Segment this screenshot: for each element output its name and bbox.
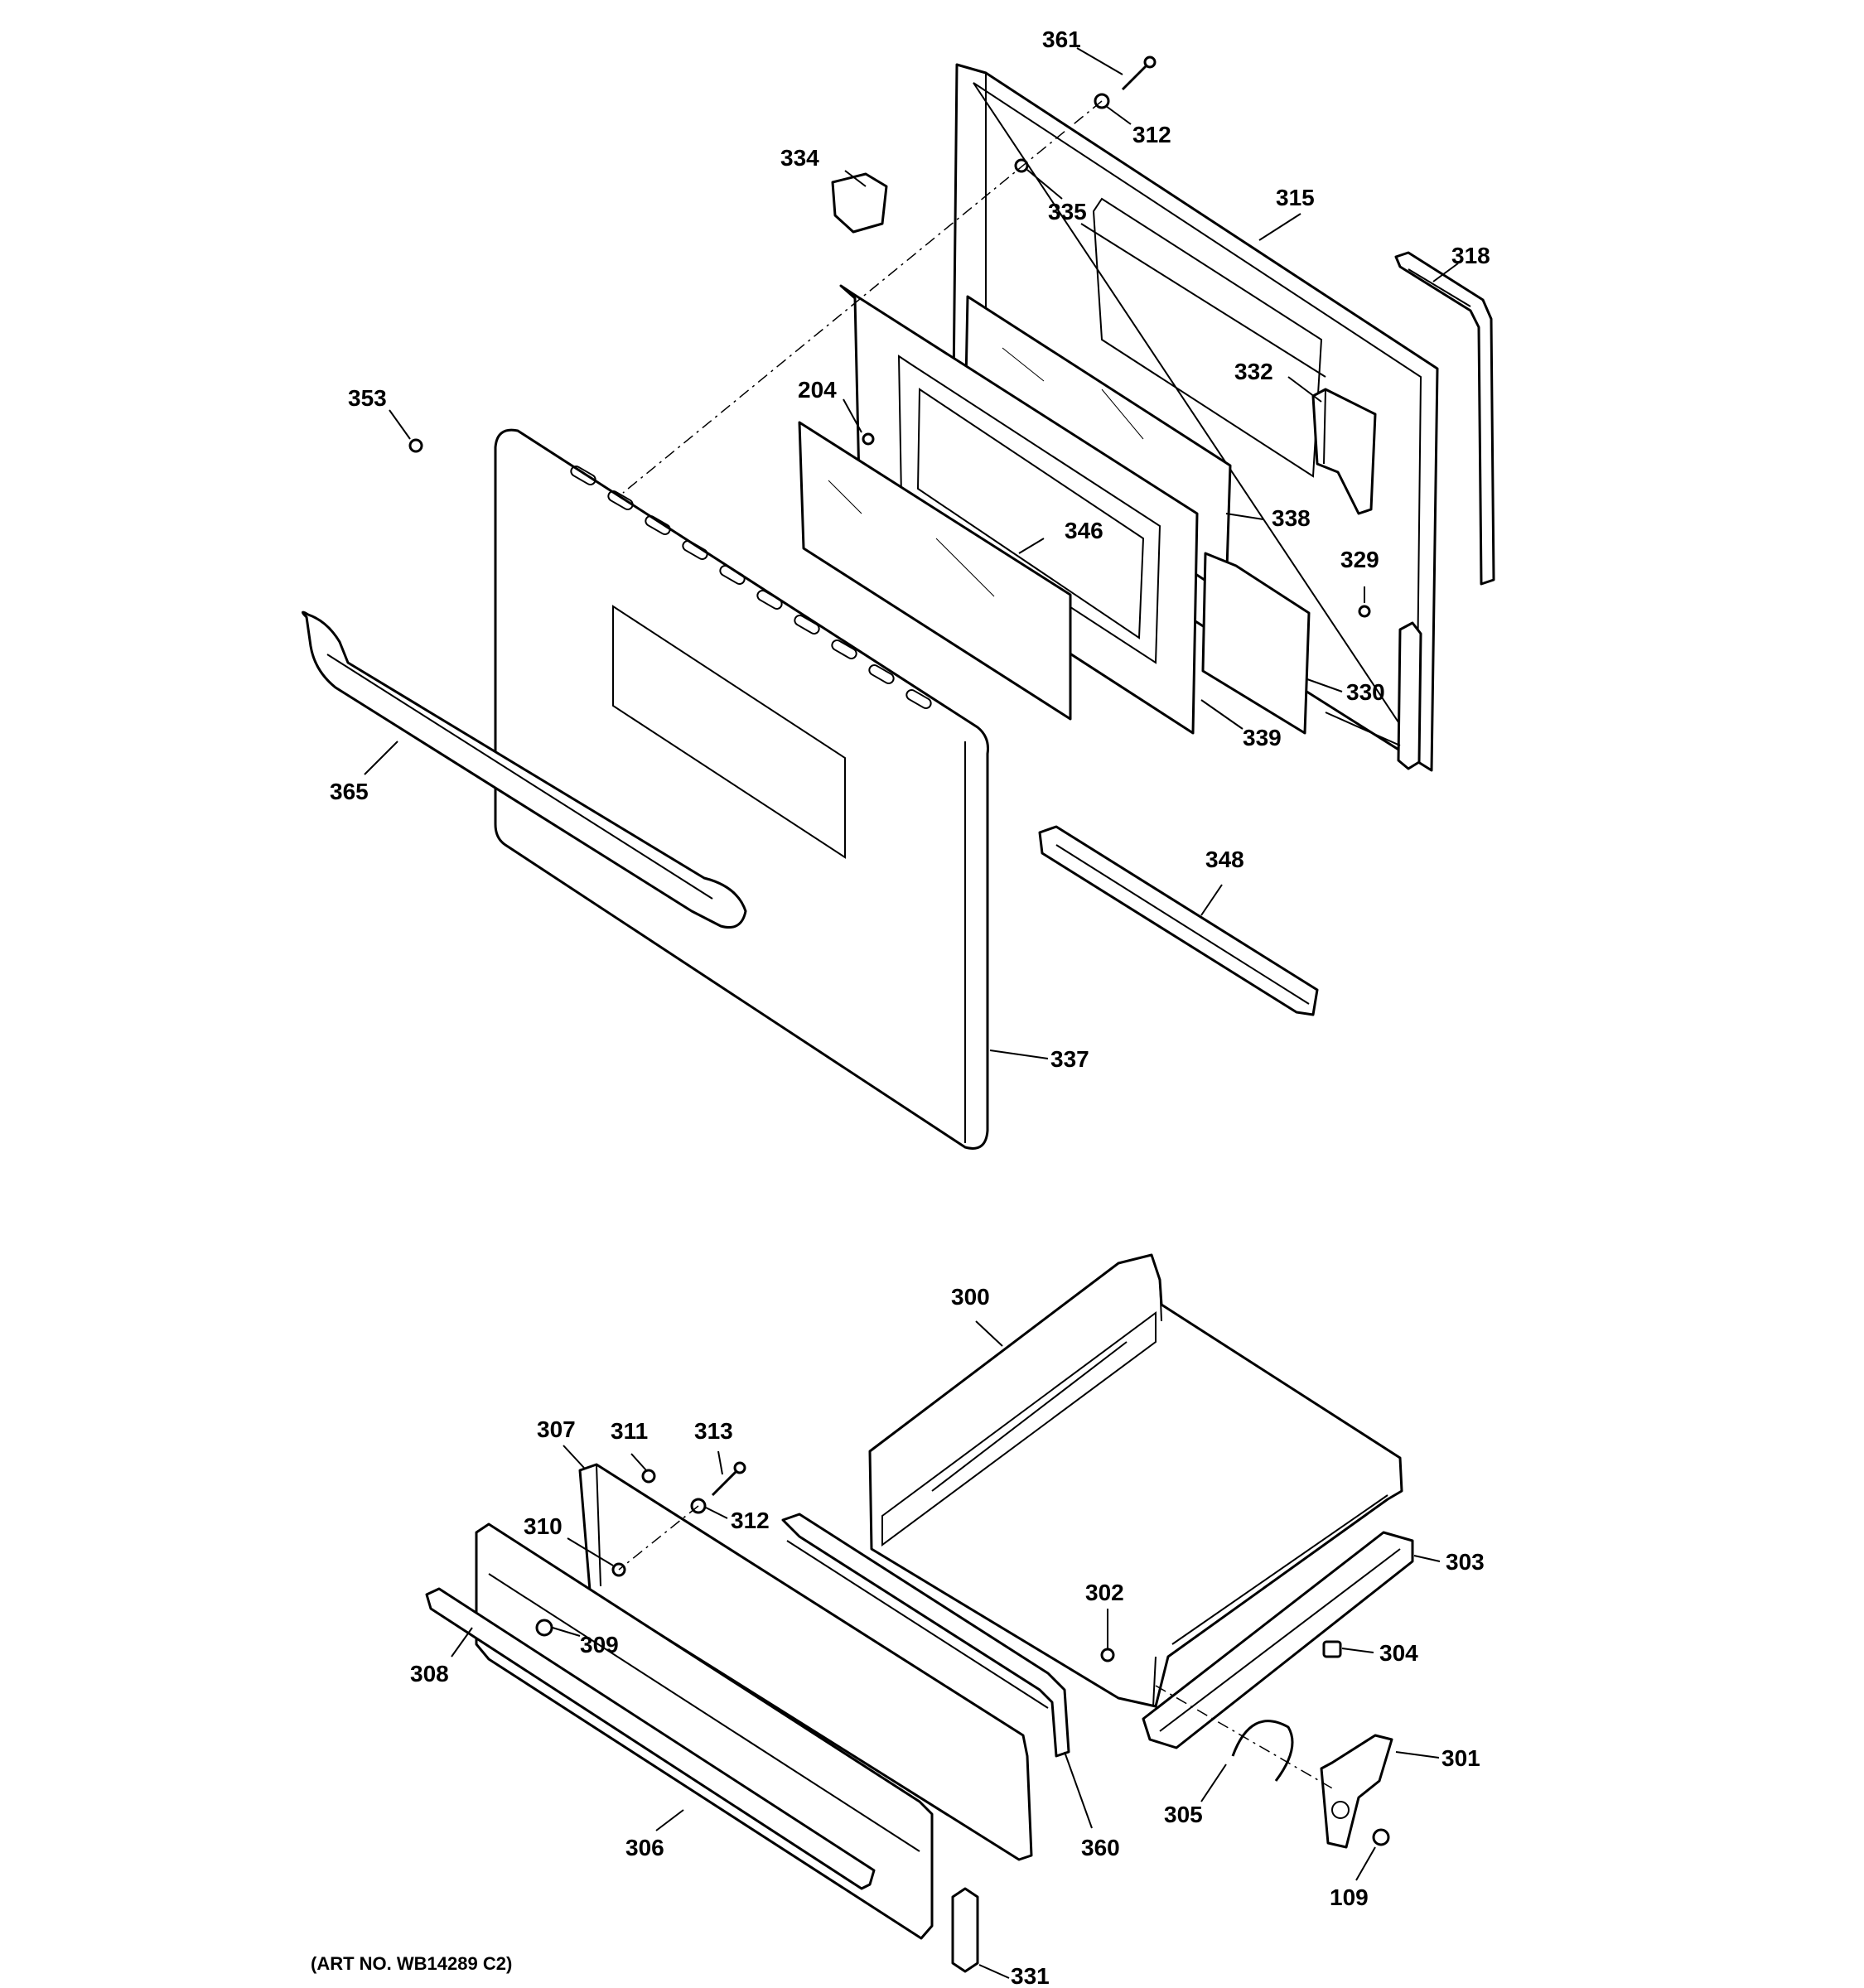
callout-304: 304 [1379,1640,1418,1666]
callout-300: 300 [951,1284,990,1310]
callout-109: 109 [1330,1884,1369,1910]
bracket-part-332 [1311,388,1377,515]
screw-part-361 [1121,55,1157,91]
callout-301: 301 [1441,1745,1480,1771]
callout-204: 204 [798,377,837,403]
callout-308: 308 [410,1661,449,1686]
callout-318: 318 [1451,243,1490,268]
drawer-liner-part-360 [781,1513,1070,1758]
door-inner-liner-part-315 [951,63,1439,772]
hinge-part [1325,621,1422,770]
art-number-caption: (ART NO. WB14289 C2) [311,1953,512,1974]
callout-332: 332 [1234,359,1273,384]
door-frame-bar-part-348 [1038,825,1319,1016]
nut-part-109 [1372,1828,1390,1846]
drawer-handle-part-308 [425,1587,876,1890]
callout-331: 331 [1011,1963,1050,1988]
callout-365: 365 [330,779,369,804]
callout-361: 361 [1042,27,1081,52]
callout-337: 337 [1050,1046,1089,1072]
drawer-slide-part-303 [1142,1531,1414,1749]
callout-353: 353 [348,385,387,411]
callout-labels: 361 312 334 335 315 318 353 204 332 346 … [330,27,1490,1988]
callout-338: 338 [1272,505,1311,531]
screw-part-329 [1358,605,1371,618]
screw-part-353 [408,438,423,453]
callout-313: 313 [694,1418,733,1444]
callout-312-upper: 312 [1132,122,1171,147]
callout-330: 330 [1346,679,1385,705]
screw-part-313 [711,1461,746,1497]
callout-307: 307 [537,1416,576,1442]
pin-part-302 [1100,1648,1115,1662]
drawer-bracket-part-331 [951,1887,979,1973]
callout-360: 360 [1081,1835,1120,1860]
callout-348: 348 [1205,847,1244,872]
retaining-ring-part-305 [1231,1720,1294,1782]
door-vent-slots [570,466,932,709]
drawer-body-part-300 [868,1253,1403,1708]
callout-335: 335 [1048,199,1087,224]
window-glass-part-346 [798,421,1072,721]
clip-part-335 [1014,158,1029,173]
outer-door-panel-part-337 [494,428,989,1150]
screw-part-309 [535,1619,553,1637]
callout-302: 302 [1085,1580,1124,1605]
bracket-part-301 [1320,1734,1393,1849]
screw-part-204 [862,432,875,446]
callout-305: 305 [1164,1802,1203,1827]
callout-306: 306 [625,1835,664,1860]
assembly-line-upper [622,100,1103,494]
assembly-line-lower-a [618,1505,699,1571]
callout-329: 329 [1340,547,1379,572]
heat-shield-part-330 [1201,552,1311,735]
bracket-part-334 [831,172,888,234]
assembly-line-lower-b [1155,1685,1335,1790]
slide-clip-part-304 [1322,1640,1342,1658]
callout-309: 309 [580,1632,619,1657]
leader-lines [364,47,1459,1979]
callout-310: 310 [524,1513,563,1539]
door-handle-part-365 [302,610,747,929]
callout-346: 346 [1065,518,1103,543]
callout-312-lower: 312 [731,1508,770,1533]
callout-315: 315 [1276,185,1315,210]
door-gasket-part-318 [1394,251,1495,586]
callout-311: 311 [611,1418,648,1444]
callout-339: 339 [1243,725,1282,750]
callout-303: 303 [1446,1549,1485,1575]
callout-334: 334 [780,145,819,171]
door-inner-panel-part-339 [839,284,1199,735]
screw-part-311 [641,1469,656,1484]
